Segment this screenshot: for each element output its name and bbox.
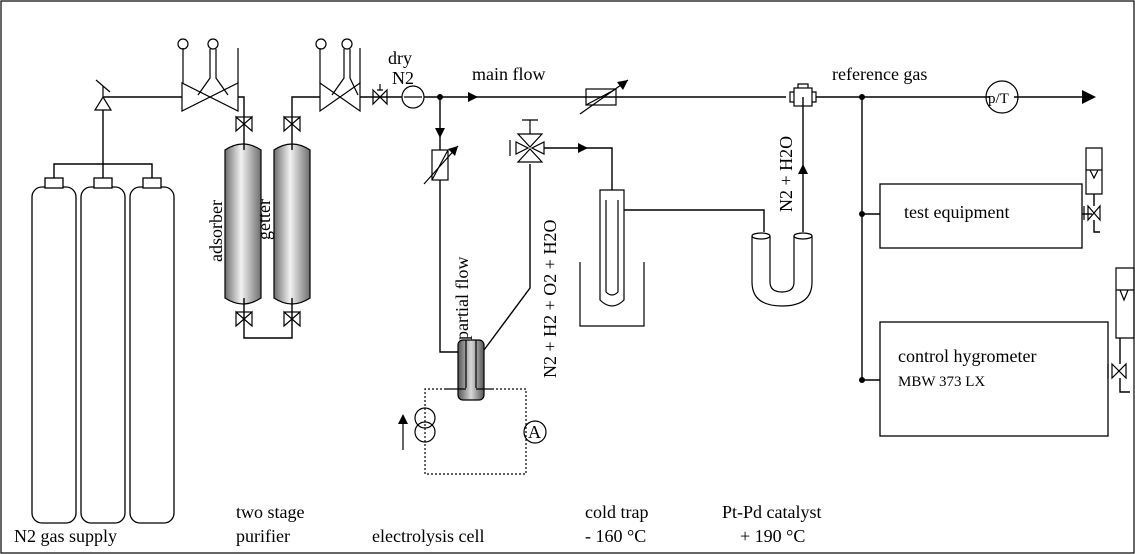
pt-sensor-label: p/T bbox=[988, 91, 1009, 107]
to-cold-trap-line bbox=[544, 147, 613, 190]
catalyst-u-tube bbox=[751, 232, 813, 307]
cold-trap-label-line1: cold trap bbox=[585, 502, 648, 522]
ammeter-icon: A bbox=[523, 420, 547, 444]
main-flow-label: main flow bbox=[472, 64, 546, 84]
pressure-regulator-icon bbox=[93, 79, 113, 164]
purifier-outlet-line bbox=[291, 96, 320, 140]
dry-n2-label-line1: dry bbox=[388, 48, 412, 68]
dry-line-valve-icon bbox=[372, 84, 388, 106]
partial-flow-label: partial flow bbox=[452, 257, 472, 340]
cold-trap-label-line2: - 160 °C bbox=[585, 526, 646, 546]
electrolysis-cell-label: electrolysis cell bbox=[372, 526, 484, 546]
column-top-connectors bbox=[243, 140, 293, 150]
pressure-temperature-sensor-icon: p/T bbox=[985, 80, 1019, 114]
getter-column bbox=[273, 143, 311, 305]
hygrometer-label-line2: MBW 373 LX bbox=[898, 374, 985, 390]
test-equipment-box bbox=[879, 183, 1083, 249]
purifier-valve-icon bbox=[315, 38, 361, 113]
cold-trap-outlet-line bbox=[624, 209, 765, 232]
distribution-line bbox=[861, 97, 880, 381]
catalyst-label-line2: + 190 °C bbox=[740, 526, 805, 546]
test-bubbler-icon bbox=[1085, 147, 1103, 195]
main-flow-arrow-icon bbox=[468, 92, 478, 102]
main-flow-needle-valve-icon bbox=[579, 79, 629, 115]
partial-flow-needle-valve-icon bbox=[423, 145, 459, 185]
small-valve-icon bbox=[235, 115, 253, 133]
reference-gas-label: reference gas bbox=[832, 64, 927, 84]
test-equipment-label: test equipment bbox=[904, 202, 1009, 222]
test-outlet-valve-icon bbox=[1083, 194, 1101, 233]
electrolysis-products-label: N2 + H2 + O2 + H2O bbox=[540, 220, 560, 378]
cold-trap bbox=[579, 189, 645, 327]
electrolysis-cell bbox=[446, 339, 494, 401]
outlet-small-valve-icon bbox=[283, 115, 301, 133]
gas-supply-label: N2 gas supply bbox=[14, 526, 117, 546]
electrolysis-output-line bbox=[483, 164, 531, 351]
flow-meter-icon bbox=[401, 85, 425, 109]
catalyst-output-label: N2 + H2O bbox=[776, 136, 796, 212]
purifier-label-line1: two stage bbox=[236, 502, 304, 522]
catalyst-arrow-icon bbox=[798, 164, 808, 174]
column-bottom-connector bbox=[243, 298, 293, 339]
test-junction bbox=[859, 211, 865, 217]
electrical-circuit bbox=[424, 388, 527, 475]
control-hygrometer-box bbox=[879, 321, 1109, 437]
n2-gas-cylinders bbox=[31, 163, 175, 524]
catalyst-label-line1: Pt-Pd catalyst bbox=[722, 502, 822, 522]
outlet-arrow-icon bbox=[1082, 90, 1096, 104]
purifier-label-line2: purifier bbox=[236, 526, 290, 546]
partial-flow-line bbox=[439, 140, 462, 353]
getter-label: getter bbox=[254, 199, 274, 240]
dry-n2-label-line2: N2 bbox=[392, 68, 414, 88]
hygrometer-junction bbox=[859, 377, 865, 383]
hygrometer-outlet-valve-icon bbox=[1107, 338, 1130, 393]
purifier-inlet-line bbox=[238, 96, 245, 140]
adsorber-column bbox=[224, 143, 262, 305]
cold-trap-arrow-icon bbox=[578, 143, 588, 153]
ammeter-label: A bbox=[528, 422, 541, 442]
adsorber-label: adsorber bbox=[206, 200, 226, 262]
partial-flow-arrow-icon bbox=[435, 128, 445, 138]
supply-valve-icon bbox=[177, 38, 239, 112]
hygrometer-label-line1: control hygrometer bbox=[898, 346, 1036, 366]
hygrometer-bubbler-icon bbox=[1115, 267, 1135, 339]
bottom-valves-icon bbox=[235, 310, 301, 328]
three-way-valve-icon bbox=[509, 119, 545, 163]
power-source-icon bbox=[398, 407, 436, 450]
